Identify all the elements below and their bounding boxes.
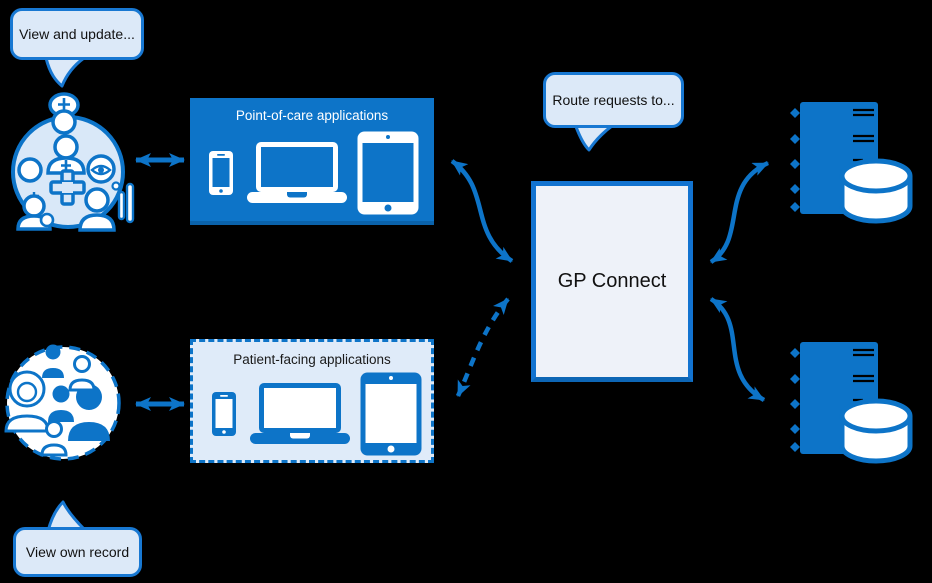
point-of-care-title: Point-of-care applications [235,108,389,123]
tablet-icon [357,131,419,215]
bubble-tail-view-update [44,56,86,88]
gp-connect-box: GP Connect [531,181,693,382]
bubble-tail-view-own-record [46,500,87,533]
arrow-poc-gpconnect [450,159,514,263]
speech-bubble-route-requests: Route requests to... [543,72,684,128]
point-of-care-box: Point-of-care applications [190,98,434,225]
server-database-icon-bottom [790,342,910,461]
patients-group-icon [4,344,121,461]
arrow-pf-gpconnect-dashed [455,297,510,397]
gp-connect-label: GP Connect [557,270,667,292]
speech-bubble-view-update: View and update... [10,8,144,60]
smartphone-icon [212,392,236,436]
patient-facing-title: Patient-facing applications [233,352,391,367]
speech-bubble-view-own-record: View own record [13,527,142,577]
patient-facing-box: Patient-facing applications [190,339,434,463]
speech-bubble-view-update-label: View and update... [19,26,135,42]
laptop-icon [250,383,350,444]
server-database-icon-top [790,102,910,221]
speech-bubble-route-requests-label: Route requests to... [552,92,675,108]
laptop-icon [247,142,347,203]
speech-bubble-view-own-record-label: View own record [25,544,130,560]
arrow-gpconnect-server-top [709,160,769,264]
arrow-gpconnect-server-bottom [709,297,766,402]
smartphone-icon [209,151,233,195]
tablet-icon [360,372,422,456]
clinicians-group-icon [11,92,135,232]
